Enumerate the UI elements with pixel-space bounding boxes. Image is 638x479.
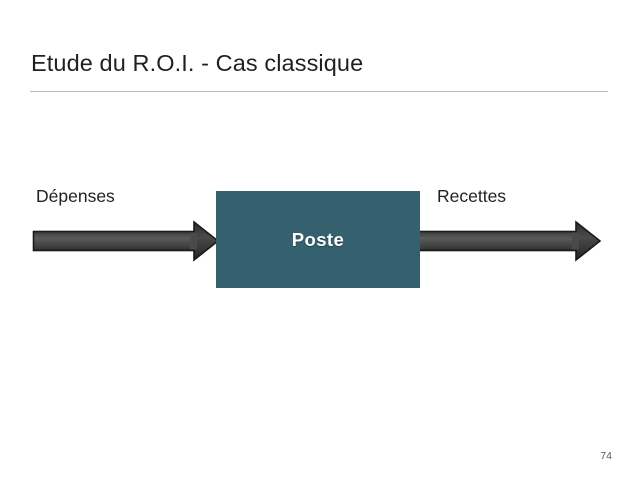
- node-poste[interactable]: Poste: [216, 191, 420, 288]
- arrow-right-recettes-icon: [416, 220, 602, 262]
- arrow-right-depenses-icon: [32, 220, 220, 262]
- page-title: Etude du R.O.I. - Cas classique: [31, 50, 364, 76]
- flow-label-recettes: Recettes: [437, 186, 507, 206]
- flow-label-depenses: Dépenses: [36, 186, 115, 206]
- page-number: 74: [600, 450, 612, 462]
- title-divider: [30, 91, 608, 92]
- node-poste-label: Poste: [291, 228, 345, 250]
